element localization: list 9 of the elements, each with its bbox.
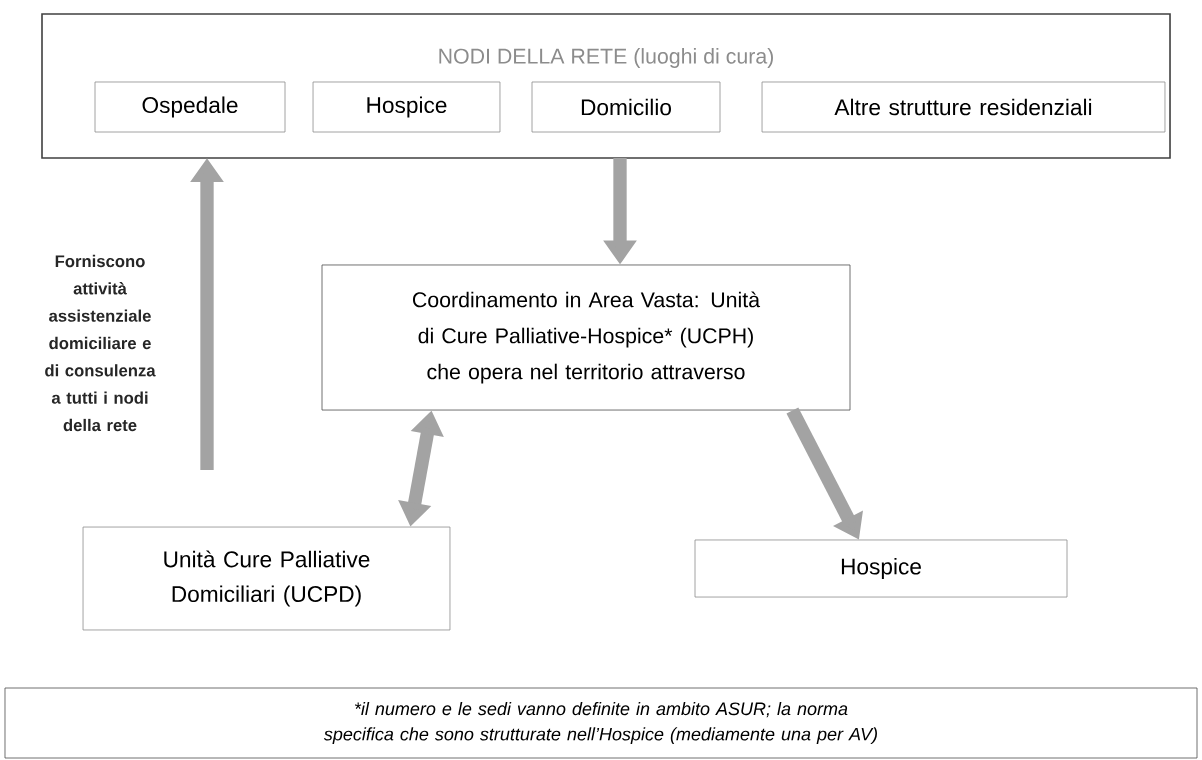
process-box: Ospedale <box>94 81 286 133</box>
note-box: *il numero e le sedi vanno definite in ambito ASUR; la norma specifica che sono strutturate nell’Hospice (mediamente una per AV) <box>4 687 1198 759</box>
process-box: Hospice <box>694 539 1068 598</box>
process-box: Unità Cure Palliative Domiciliari (UCPD) <box>82 526 451 631</box>
process-box: Domicilio <box>531 81 721 133</box>
process-box: Hospice <box>312 81 501 133</box>
side-note: Forniscono attività assistenziale domiciliare e di consulenza a tutti i nodi della rete <box>45 254 156 432</box>
process-box: Coordinamento in Area Vasta: Unità di Cure Palliative-Hospice* (UCPH) che opera nel territorio attraverso <box>321 264 851 411</box>
process-box: Altre strutture residenziali <box>761 81 1166 133</box>
